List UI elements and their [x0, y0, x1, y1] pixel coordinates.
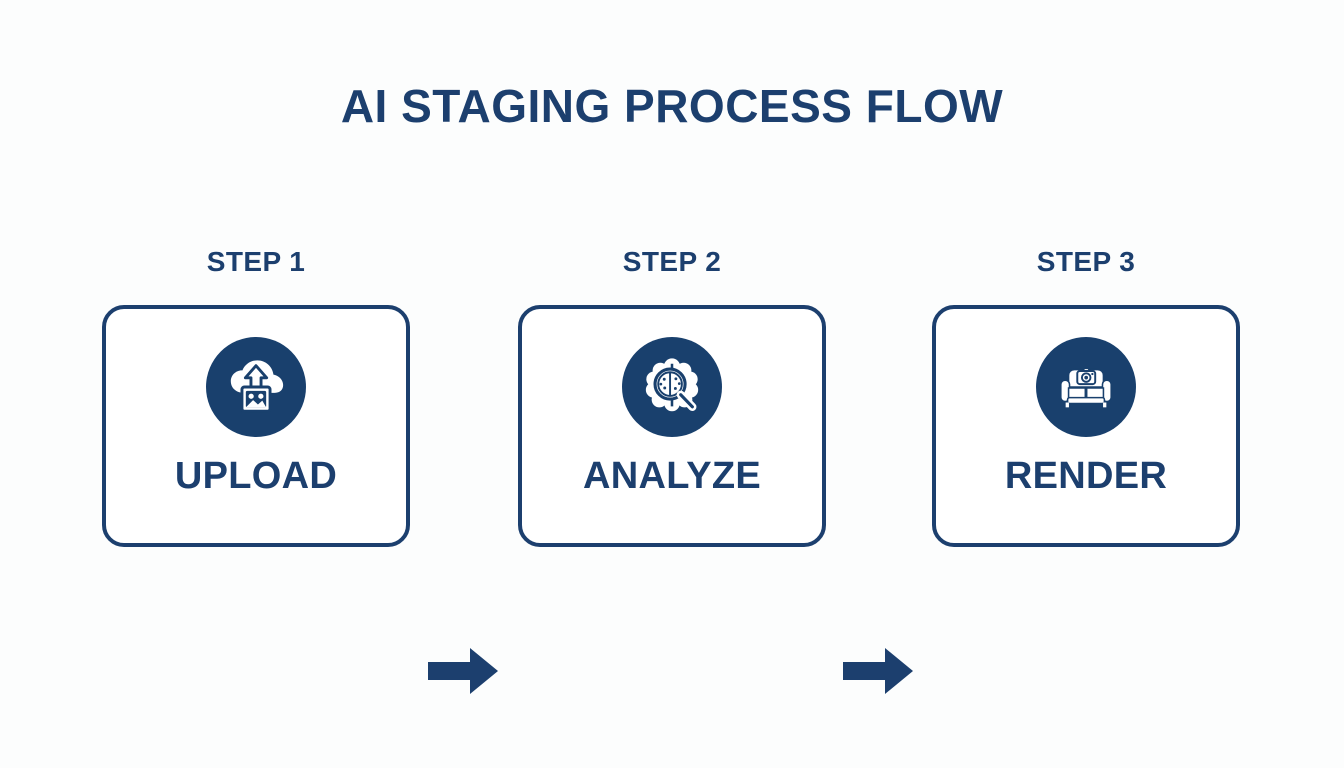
page-title: AI STAGING PROCESS FLOW — [340, 80, 1004, 132]
arrow-right-icon-2 — [843, 646, 915, 696]
sofa-camera-icon — [1036, 337, 1136, 437]
brain-magnifier-icon — [622, 337, 722, 437]
process-step-analyze: STEP 2 — [516, 248, 828, 558]
step-label-1: STEP 1 — [206, 246, 306, 277]
process-step-upload: STEP 1 UPLOAD — [100, 248, 412, 558]
step-card-upload[interactable]: UPLOAD — [102, 305, 410, 547]
process-flow-row: STEP 1 UPLOAD — [0, 248, 1344, 694]
cloud-upload-image-icon — [206, 337, 306, 437]
arrow-right-icon-1 — [428, 646, 500, 696]
step-card-render[interactable]: RENDER — [932, 305, 1240, 547]
step-card-analyze[interactable]: ANALYZE — [518, 305, 826, 547]
step-card-label-render: RENDER — [1004, 455, 1168, 497]
process-step-render: STEP 3 — [930, 248, 1242, 558]
step-card-label-upload: UPLOAD — [174, 455, 338, 497]
step-card-label-analyze: ANALYZE — [582, 455, 762, 497]
step-label-3: STEP 3 — [1036, 246, 1136, 277]
step-label-2: STEP 2 — [622, 246, 722, 277]
